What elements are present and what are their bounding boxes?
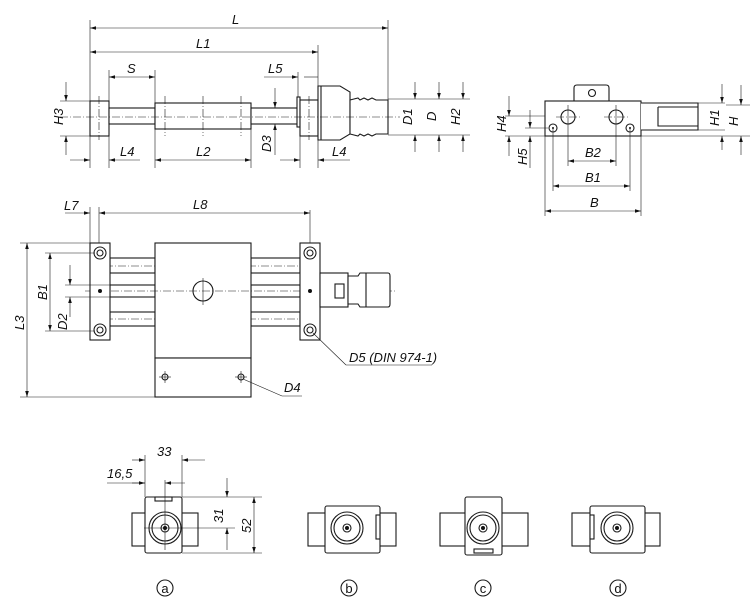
dim-L4-left: L4	[120, 144, 134, 159]
screw-icons	[93, 246, 317, 337]
variant-label-c: c	[480, 581, 487, 596]
dim-16-5: 16,5	[107, 466, 133, 481]
dim-52: 52	[239, 518, 254, 533]
variant-a: 33 16,5 31 52 a	[107, 444, 262, 597]
dim-D: D	[424, 112, 439, 121]
dim-D3: D3	[259, 135, 274, 152]
front-view: L L1 S L5 H3 L4 L2 D3 L4 D1 D H	[51, 12, 470, 168]
dim-H: H	[726, 116, 741, 126]
variant-d: d	[571, 505, 661, 597]
dim-B1-side: B1	[585, 170, 601, 185]
dim-H4: H4	[494, 115, 509, 132]
dim-S: S	[127, 61, 136, 76]
dim-L: L	[232, 12, 239, 27]
dim-L1: L1	[196, 36, 210, 51]
variant-label-a: a	[161, 581, 169, 596]
dim-H3: H3	[51, 108, 66, 125]
dim-D1: D1	[400, 108, 415, 125]
dim-L7: L7	[64, 198, 79, 213]
dim-L5: L5	[268, 61, 283, 76]
label-D5: D5 (DIN 974-1)	[349, 350, 437, 365]
dim-B2: B2	[585, 145, 602, 160]
variant-label-b: b	[345, 581, 352, 596]
dim-H5: H5	[515, 148, 530, 165]
variant-c: c	[439, 496, 529, 597]
dim-33: 33	[157, 444, 172, 459]
variant-b: b	[307, 505, 397, 597]
side-view: H4 H5 B2 B1 B H1 H	[494, 84, 750, 216]
dim-L3: L3	[12, 315, 27, 330]
dim-L8: L8	[193, 197, 208, 212]
dim-L2: L2	[196, 144, 211, 159]
label-D4: D4	[284, 380, 301, 395]
dim-D2: D2	[55, 313, 70, 330]
plan-view: L7 L8 L3 B1 D2 D5 (DIN 974-1) D4	[12, 197, 437, 398]
dim-L4-right: L4	[332, 144, 346, 159]
dim-H1: H1	[707, 109, 722, 126]
dim-H2: H2	[448, 108, 463, 125]
dim-B: B	[590, 195, 599, 210]
dim-B1-plan: B1	[35, 284, 50, 300]
variant-label-d: d	[614, 581, 621, 596]
dim-31: 31	[211, 509, 226, 523]
